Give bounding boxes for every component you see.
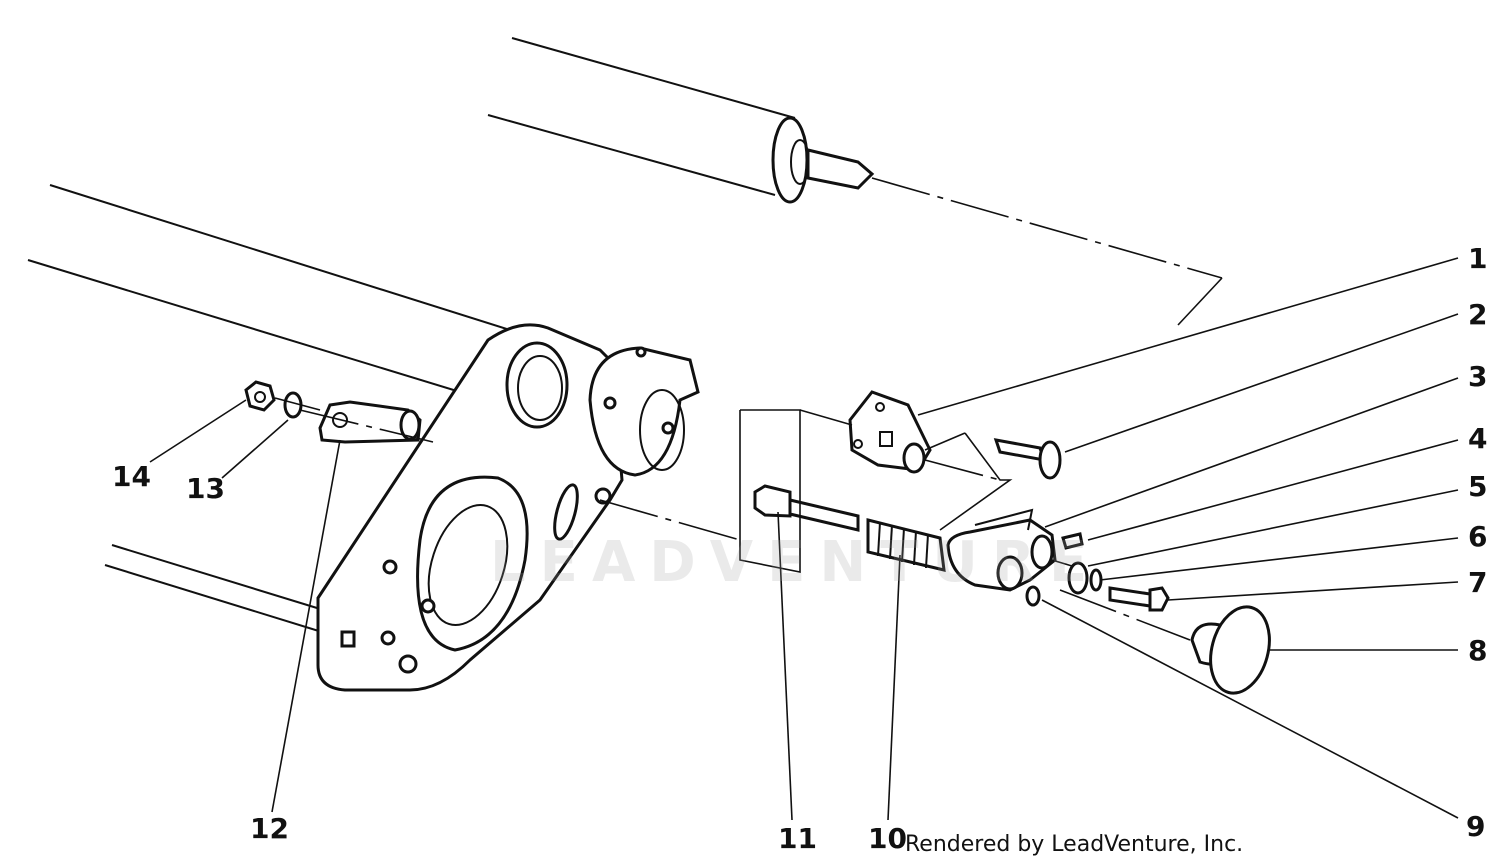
side-plate bbox=[316, 323, 700, 692]
latch-housing bbox=[946, 508, 1057, 592]
part-8-knob bbox=[1190, 605, 1271, 695]
main-tube bbox=[27, 184, 511, 633]
part-11-rod bbox=[753, 484, 860, 532]
part-7-bolt bbox=[1108, 586, 1170, 612]
part-9-spring-clip bbox=[1025, 585, 1041, 607]
part-2-bolt bbox=[993, 438, 1062, 480]
callout-8: 8 bbox=[1468, 634, 1487, 667]
callout-7: 7 bbox=[1468, 566, 1487, 599]
part-10-spring bbox=[866, 518, 946, 572]
part-1-bracket bbox=[848, 390, 932, 474]
callout-6: 6 bbox=[1468, 520, 1487, 553]
callout-10: 10 bbox=[868, 822, 907, 855]
part-3-setscrew bbox=[1061, 532, 1084, 550]
callout-3: 3 bbox=[1468, 360, 1487, 393]
part-12-bracket bbox=[318, 400, 422, 444]
callout-9: 9 bbox=[1466, 810, 1485, 843]
callout-12: 12 bbox=[250, 812, 289, 845]
callout-4: 4 bbox=[1468, 422, 1487, 455]
leader-lines bbox=[149, 257, 1459, 821]
assembly-lines bbox=[299, 409, 1191, 641]
top-roller bbox=[487, 37, 1223, 326]
part-5-washer bbox=[1067, 561, 1089, 595]
callout-1: 1 bbox=[1468, 242, 1487, 275]
credit-text: Rendered by LeadVenture, Inc. bbox=[905, 832, 1244, 857]
callout-11: 11 bbox=[778, 822, 817, 855]
callout-13: 13 bbox=[186, 472, 225, 505]
callout-5: 5 bbox=[1468, 470, 1487, 503]
callout-14: 14 bbox=[112, 460, 151, 493]
callout-labels: 1 2 3 4 5 6 7 8 9 10 11 12 13 14 bbox=[112, 242, 1487, 855]
watermark: LEADVENTURE bbox=[490, 530, 1102, 595]
callout-2: 2 bbox=[1468, 298, 1487, 331]
part-14-nut bbox=[244, 380, 276, 412]
